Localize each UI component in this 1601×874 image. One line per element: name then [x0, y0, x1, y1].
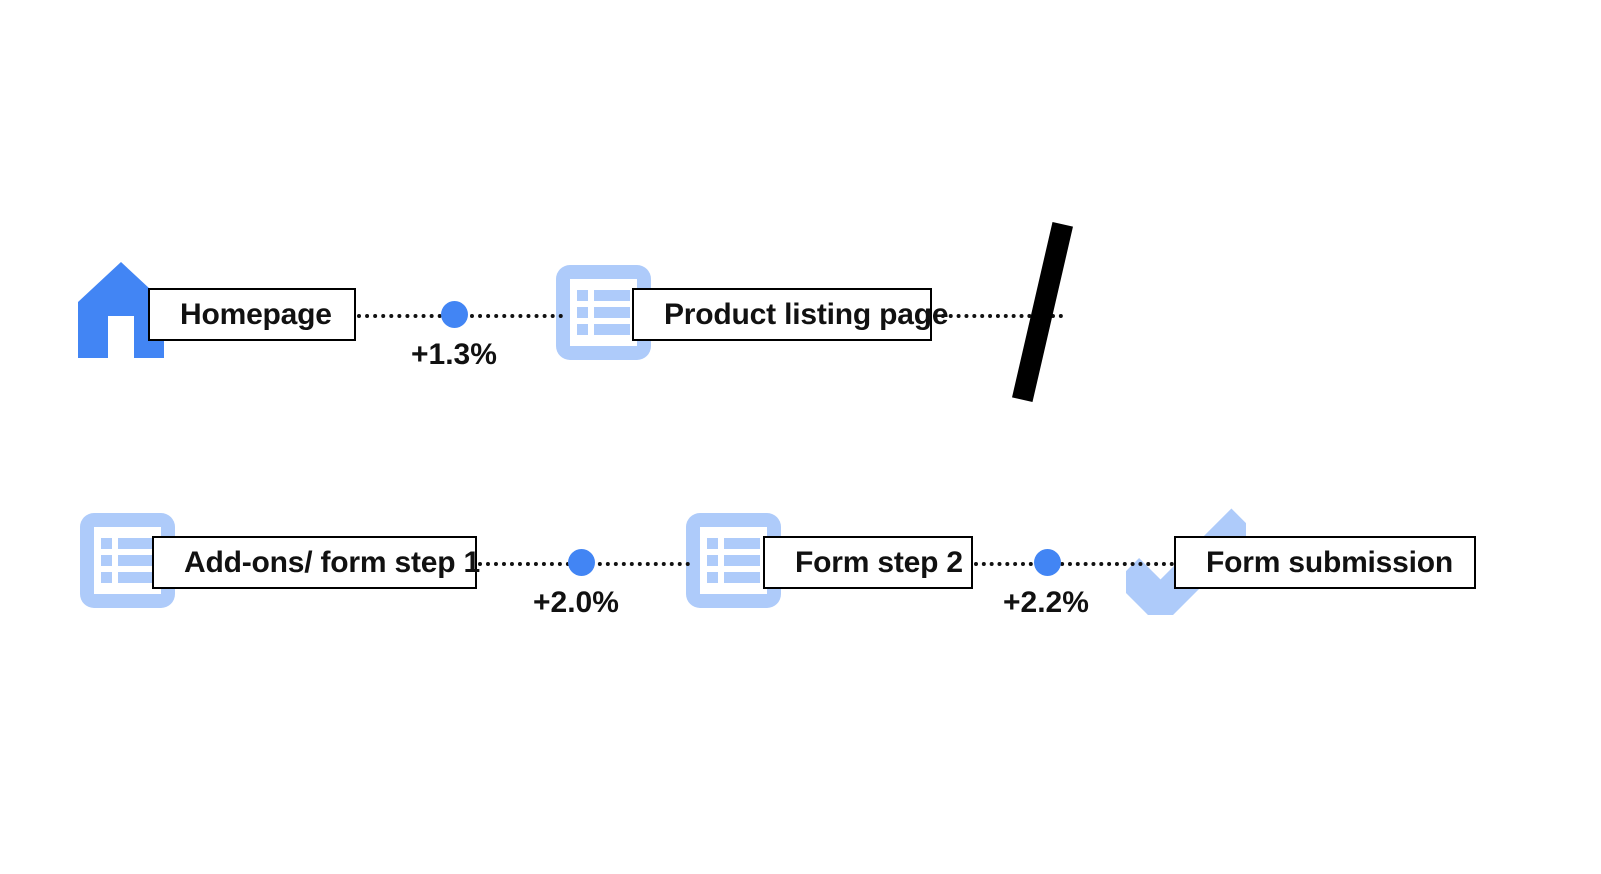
node-add-ons-form-step-1[interactable]: Add-ons/ form step 1 [152, 536, 481, 589]
delta-label-2: +2.0% [533, 586, 619, 619]
connector-dot-1 [441, 301, 468, 328]
node-homepage[interactable]: Homepage [148, 288, 356, 341]
connector-plp-to-wrap [933, 314, 1063, 318]
node-label-homepage: Homepage [180, 297, 332, 331]
node-label-add-ons-form-step-1: Add-ons/ form step 1 [184, 545, 481, 579]
node-label-product-listing-page: Product listing page [664, 297, 949, 331]
list-icon-form-step-2 [686, 513, 781, 608]
list-icon-add-ons [80, 513, 175, 608]
house-icon [78, 262, 164, 358]
node-form-submission[interactable]: Form submission [1174, 536, 1476, 589]
delta-label-3: +2.2% [1003, 586, 1089, 619]
connector-dot-2 [568, 549, 595, 576]
connector-dot-3 [1034, 549, 1061, 576]
node-label-form-submission: Form submission [1206, 545, 1454, 579]
node-product-listing-page[interactable]: Product listing page [632, 288, 949, 341]
connector-form-step-2-to-submission [974, 562, 1174, 566]
node-form-step-2[interactable]: Form step 2 [763, 536, 973, 589]
delta-label-1: +1.3% [411, 338, 497, 371]
node-label-form-step-2: Form step 2 [795, 545, 963, 579]
list-icon-product-listing [556, 265, 651, 360]
row-wrap-slash-icon [1012, 221, 1073, 403]
